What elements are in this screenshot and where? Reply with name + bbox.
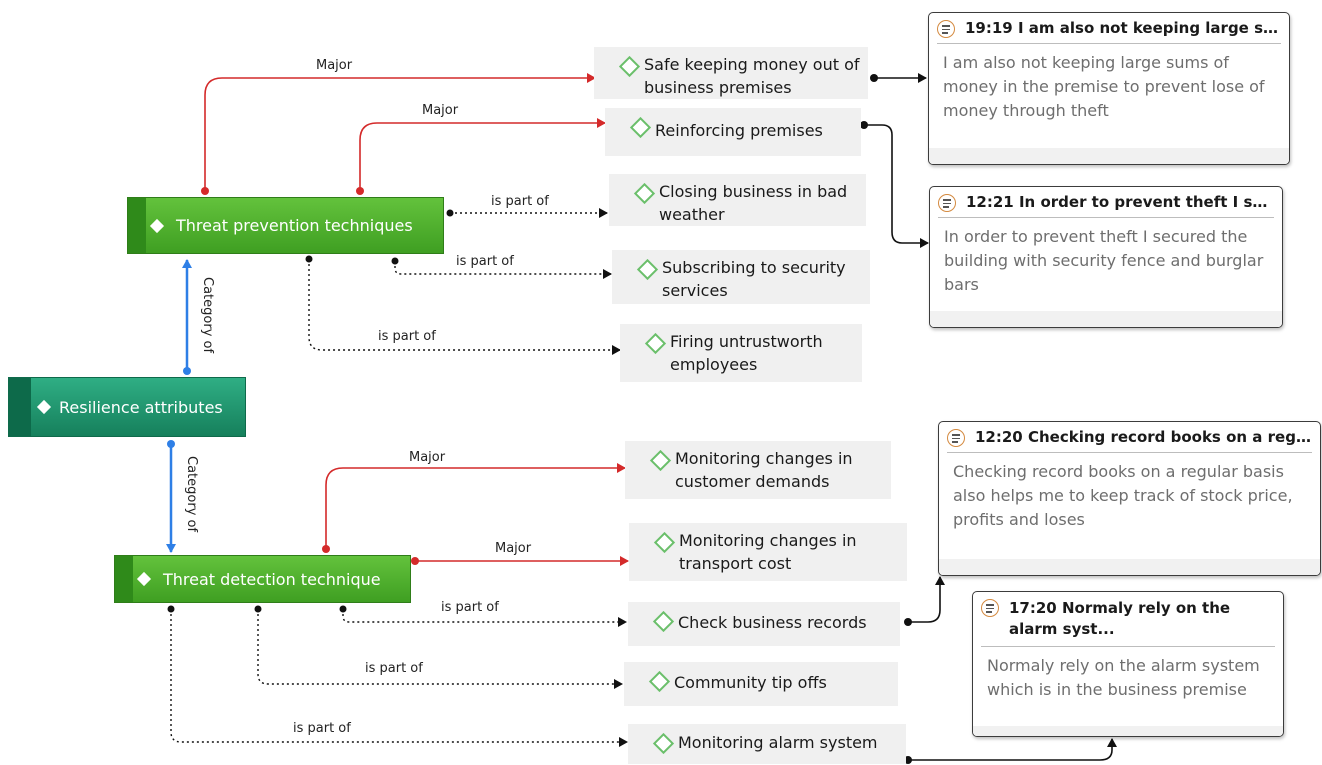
part-edge-check-records: [342, 609, 627, 627]
code-diamond-icon: [644, 332, 667, 355]
memo-card[interactable]: 12:21 In order to prevent theft I se... …: [929, 186, 1283, 328]
edge-label-is-part-of: is part of: [441, 600, 499, 615]
memo-title: 12:20 Checking record books on a reg...: [939, 422, 1320, 452]
node-label: Monitoring changes in transport cost: [679, 531, 857, 573]
node-label: Community tip offs: [674, 673, 827, 692]
node-label: Closing business in bad weather: [659, 182, 848, 224]
node-subscribing-security-services[interactable]: Subscribing to security services: [612, 250, 870, 304]
code-diamond-icon: [36, 399, 52, 415]
memo-title: 12:21 In order to prevent theft I se...: [930, 187, 1282, 217]
node-label: Monitoring changes in customer demands: [675, 449, 853, 491]
node-label: Safe keeping money out of business premi…: [644, 55, 860, 97]
node-label: Threat prevention techniques: [176, 216, 413, 235]
node-monitoring-alarm-system[interactable]: Monitoring alarm system: [628, 724, 906, 764]
code-diamond-icon: [648, 670, 671, 693]
memo-icon: [947, 429, 965, 447]
edge-label-is-part-of: is part of: [456, 254, 514, 269]
memo-footer: [930, 311, 1282, 327]
memo-divider: [937, 43, 1281, 44]
category-edge-detection: [166, 440, 176, 553]
memo-title-text: 19:19 I am also not keeping large su...: [965, 19, 1289, 37]
node-label: Subscribing to security services: [662, 258, 846, 300]
memo-card[interactable]: 17:20 Normaly rely on the alarm syst... …: [972, 591, 1284, 737]
edge-label-category-of: Category of: [200, 277, 215, 354]
memo-body: Normaly rely on the alarm system which i…: [973, 647, 1283, 722]
memo-footer: [973, 726, 1283, 736]
code-diamond-icon: [618, 55, 641, 78]
major-edge-reinforcing: [359, 118, 606, 191]
node-label: Monitoring alarm system: [678, 733, 878, 752]
category-edge-prevention: [182, 259, 192, 375]
edge-label-is-part-of: is part of: [491, 194, 549, 209]
memo-body: Checking record books on a regular basis…: [939, 453, 1320, 546]
part-edge-tip-offs: [257, 609, 623, 689]
node-stripe: [128, 198, 146, 253]
node-stripe: [9, 378, 31, 436]
code-diamond-icon: [652, 610, 675, 633]
memo-card[interactable]: 12:20 Checking record books on a reg... …: [938, 421, 1321, 576]
edge-label-major: Major: [409, 450, 446, 465]
part-edge-firing: [308, 259, 621, 355]
node-reinforcing-premises[interactable]: Reinforcing premises: [605, 108, 861, 156]
memo-icon: [937, 20, 955, 38]
node-safe-keeping-money[interactable]: Safe keeping money out of business premi…: [594, 47, 868, 99]
code-diamond-icon: [629, 116, 652, 139]
code-diamond-icon: [636, 258, 659, 281]
node-label: Resilience attributes: [59, 397, 223, 417]
node-label: Check business records: [678, 613, 867, 632]
memo-link-m3: [908, 576, 945, 623]
memo-title-text: 12:20 Checking record books on a reg...: [975, 428, 1314, 446]
edge-label-major: Major: [422, 103, 459, 118]
node-threat-detection-technique[interactable]: Threat detection technique: [114, 555, 411, 603]
memo-footer: [929, 148, 1289, 164]
edge-label-major: Major: [495, 541, 532, 556]
node-threat-prevention-techniques[interactable]: Threat prevention techniques: [127, 197, 444, 254]
memo-title-text: 17:20 Normaly rely on the alarm syst...: [1009, 599, 1231, 638]
memo-title: 17:20 Normaly rely on the alarm syst...: [973, 592, 1283, 646]
memo-card[interactable]: 19:19 I am also not keeping large su... …: [928, 12, 1290, 165]
edge-label-is-part-of: is part of: [378, 329, 436, 344]
node-label: Reinforcing premises: [655, 121, 823, 140]
major-edge-safe-keeping: [204, 73, 596, 191]
code-diamond-icon: [633, 182, 656, 205]
node-stripe: [115, 556, 133, 602]
node-community-tip-offs[interactable]: Community tip offs: [624, 662, 898, 706]
node-check-business-records[interactable]: Check business records: [628, 602, 900, 646]
edge-label-category-of: Category of: [184, 456, 199, 533]
memo-icon: [981, 599, 999, 617]
memo-divider: [947, 452, 1312, 453]
code-diamond-icon: [653, 531, 676, 554]
code-diamond-icon: [649, 449, 672, 472]
node-label: Threat detection technique: [163, 569, 381, 589]
memo-link-m4: [908, 738, 1117, 761]
memo-footer: [939, 559, 1320, 575]
node-closing-business-bad-weather[interactable]: Closing business in bad weather: [609, 174, 866, 226]
edge-label-is-part-of: is part of: [365, 661, 423, 676]
node-monitoring-transport-cost[interactable]: Monitoring changes in transport cost: [629, 523, 907, 581]
memo-divider: [981, 646, 1275, 647]
code-diamond-icon: [136, 571, 152, 587]
node-monitoring-customer-demands[interactable]: Monitoring changes in customer demands: [625, 441, 891, 499]
code-diamond-icon: [149, 218, 165, 233]
memo-link-m2: [864, 124, 929, 248]
memo-title-text: 12:21 In order to prevent theft I se...: [966, 193, 1280, 211]
part-edge-alarm: [170, 609, 628, 747]
edge-label-is-part-of: is part of: [293, 721, 351, 736]
memo-body: I am also not keeping large sums of mone…: [929, 44, 1289, 131]
node-label: Firing untrustworth employees: [670, 332, 823, 374]
node-firing-untrustworth-employees[interactable]: Firing untrustworth employees: [620, 324, 862, 382]
memo-divider: [938, 217, 1274, 218]
major-edge-monitoring-demands: [325, 463, 626, 549]
memo-body: In order to prevent theft I secured the …: [930, 218, 1282, 305]
part-edge-subscribing: [394, 261, 612, 279]
memo-title: 19:19 I am also not keeping large su...: [929, 13, 1289, 43]
edge-label-major: Major: [316, 58, 353, 73]
memo-icon: [938, 194, 956, 212]
code-diamond-icon: [652, 732, 675, 755]
node-resilience-attributes[interactable]: Resilience attributes: [8, 377, 246, 437]
